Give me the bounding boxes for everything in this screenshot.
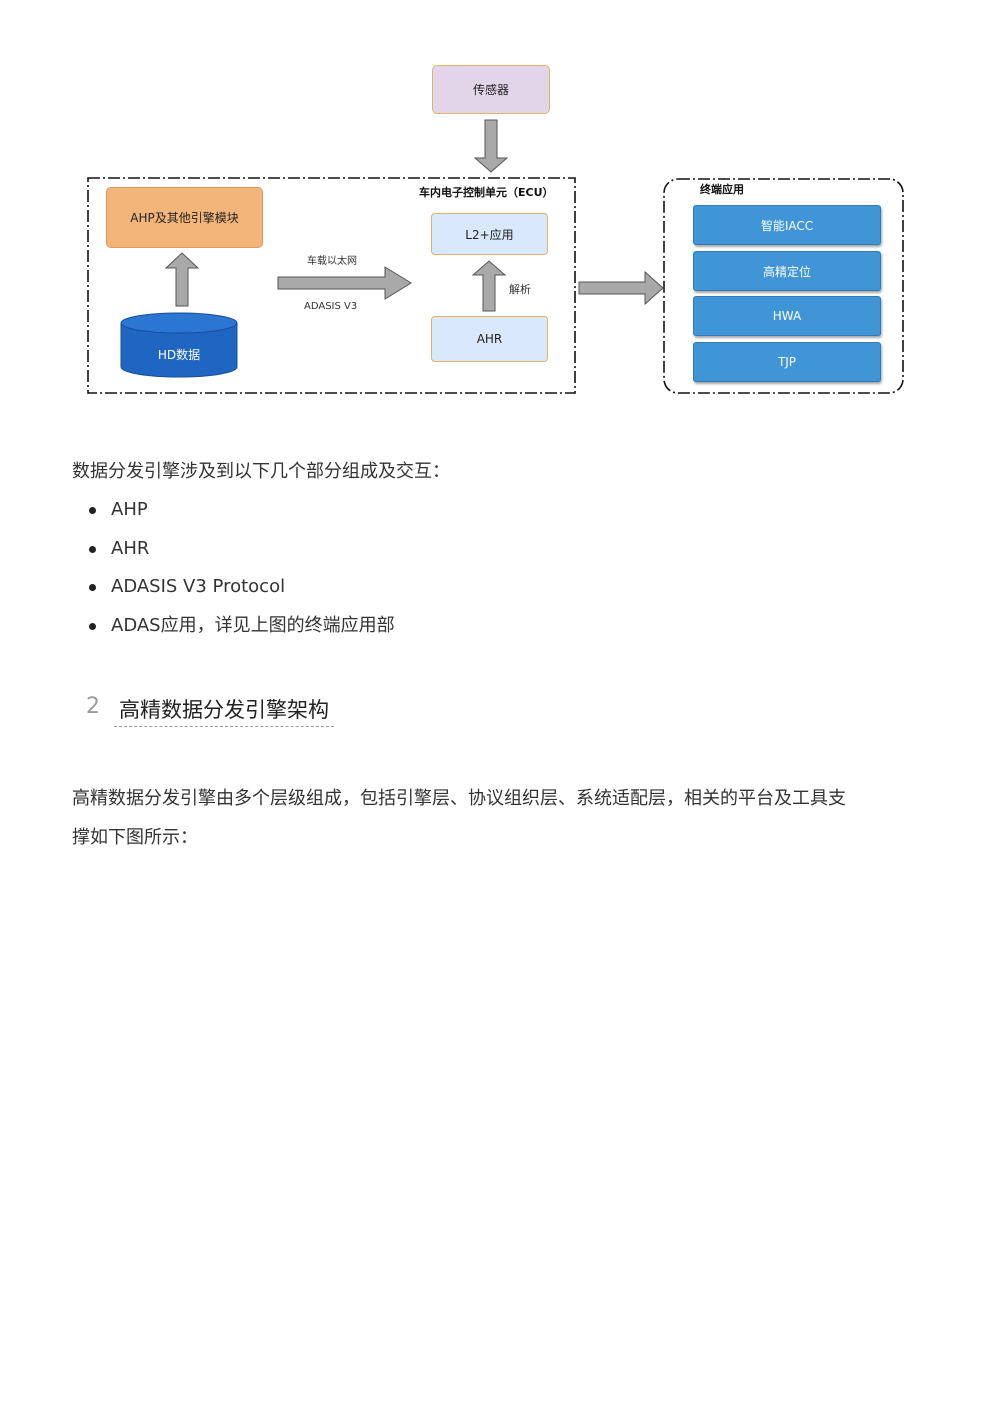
component-list: AHP AHR ADASIS V3 Protocol ADAS应用，详见上图的终… xyxy=(86,491,395,645)
sensor-box: 传感器 xyxy=(432,65,550,114)
list-item: ADAS应用，详见上图的终端应用部 xyxy=(86,607,395,646)
arrow-hd-to-ahp xyxy=(164,252,200,307)
list-item-text: ADASIS V3 Protocol xyxy=(111,576,286,597)
bullet-icon xyxy=(89,622,96,630)
ecu-title: 车内电子控制单元（ECU） xyxy=(419,186,554,199)
list-item-text: AHR xyxy=(111,537,150,559)
bullet-icon xyxy=(89,507,96,514)
ecu-container xyxy=(87,177,576,394)
ahr-box: AHR xyxy=(431,316,548,362)
l2-app-box: L2+应用 xyxy=(431,213,548,255)
section-underline xyxy=(114,726,334,727)
list-item: AHP xyxy=(86,491,395,530)
hd-data-cylinder xyxy=(120,312,238,378)
parse-label: 解析 xyxy=(509,283,531,296)
hd-data-label: HD数据 xyxy=(157,348,201,362)
section-number: 2 xyxy=(86,694,100,719)
arrow-ecu-to-terminal xyxy=(578,270,664,306)
list-item: AHR xyxy=(86,530,395,569)
list-item: ADASIS V3 Protocol xyxy=(86,568,395,607)
body-paragraph-line2: 撑如下图所示： xyxy=(72,827,198,848)
list-item-text: AHP xyxy=(111,499,148,520)
terminal-item-hwa: HWA xyxy=(693,296,881,336)
terminal-item-iacc: 智能IACC xyxy=(693,205,881,245)
arrow-ahp-to-apps xyxy=(277,266,412,300)
ethernet-label: 车载以太网 xyxy=(307,256,357,267)
ahp-box: AHP及其他引擎模块 xyxy=(106,187,263,248)
terminal-item-hd-positioning: 高精定位 xyxy=(693,251,881,291)
list-item-text: ADAS应用，详见上图的终端应用部 xyxy=(111,614,395,636)
section-title: 高精数据分发引擎架构 xyxy=(119,698,329,722)
body-paragraph-line1: 高精数据分发引擎由多个层级组成，包括引擎层、协议组织层、系统适配层，相关的平台及… xyxy=(72,788,846,809)
terminal-title: 终端应用 xyxy=(700,183,744,196)
diagram-connectors xyxy=(87,119,904,394)
bullet-icon xyxy=(89,545,96,553)
bullet-icon xyxy=(89,584,96,591)
arrow-sensor-to-ecu xyxy=(473,119,509,173)
terminal-container xyxy=(663,178,904,394)
terminal-item-tjp: TJP xyxy=(693,342,881,382)
arrow-ahr-to-l2 xyxy=(471,260,507,312)
adasis-label: ADASIS V3 xyxy=(304,301,358,312)
intro-paragraph: 数据分发引擎涉及到以下几个部分组成及交互： xyxy=(72,461,450,482)
